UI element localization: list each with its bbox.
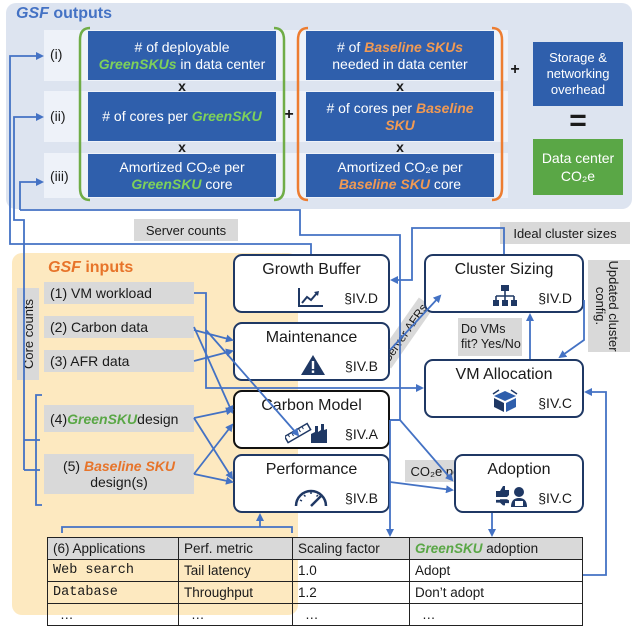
table-row: Database Throughput 1.2 Don’t adopt	[47, 581, 583, 604]
carbon-model-title: Carbon Model	[261, 397, 362, 414]
input-vm-workload: (1) VM workload	[44, 282, 194, 304]
server-counts-label: Server counts	[134, 219, 238, 241]
co2e-per-baseline-sku-core-box: Amortized CO₂e per Baseline SKU core	[306, 154, 494, 197]
growth-buffer-title: Growth Buffer	[262, 261, 361, 278]
cluster-sizing-title: Cluster Sizing	[454, 261, 554, 278]
performance-title: Performance	[265, 461, 358, 478]
table-header-cell: Scaling factor	[292, 537, 410, 560]
plus-operator: +	[510, 61, 520, 78]
outputs-title: GSF outputs	[16, 5, 112, 22]
updated-cluster-config-label: Updated cluster config.	[593, 260, 621, 352]
factory-ruler-icon	[285, 422, 327, 444]
table-cell: …	[292, 603, 410, 626]
adoption-title: Adoption	[487, 461, 551, 478]
row-label-iii: (iii)	[50, 168, 69, 184]
trend-chart-icon	[298, 288, 323, 307]
plus-operator: +	[284, 106, 294, 123]
vms-fit-label: Do VMs fit? Yes/No	[458, 318, 522, 356]
table-header-cell: (6) Applications	[47, 537, 179, 560]
input-carbon-data: (2) Carbon data	[44, 316, 194, 338]
performance-to-adoption-arrow	[389, 481, 454, 494]
table-header-cell: GreenSKU adoption	[409, 537, 583, 560]
growth-buffer-module: Growth Buffer §IV.D	[233, 254, 390, 313]
table-cell: Tail latency	[178, 559, 293, 582]
table-cell: Adopt	[409, 559, 583, 582]
core-counts-label-wrap: Core counts	[17, 288, 39, 380]
table-cell: …	[409, 603, 583, 626]
vm-allocation-module: VM Allocation §IV.C	[424, 359, 584, 418]
table-cell: Database	[47, 581, 179, 604]
table-row: Web search Tail latency 1.0 Adopt	[47, 559, 583, 582]
server-afrs-label-wrap: Server AFRs	[376, 296, 434, 374]
hierarchy-icon	[493, 285, 517, 306]
baseline-skus-needed-box: # of Baseline SKUs needed in data center	[306, 31, 494, 80]
storage-networking-overhead-box: Storage & networking overhead	[533, 42, 623, 106]
table-cell: …	[178, 603, 293, 626]
input-baseline-sku-designs: (5) Baseline SKU design(s)	[44, 454, 194, 494]
adoption-module: Adoption §IV.C	[454, 454, 584, 513]
cores-per-baseline-sku-box: # of cores per Baseline SKU	[306, 92, 494, 141]
table-header-row: (6) Applications Perf. metric Scaling fa…	[47, 537, 583, 560]
carbon-model-module: Carbon Model §IV.A	[233, 390, 390, 449]
table-cell: 1.0	[292, 559, 410, 582]
warning-icon	[301, 355, 325, 375]
input-greensku-design: (4) GreenSKU design	[44, 405, 194, 432]
deployable-greenskus-box: # of deployable GreenSKUs in data center	[88, 31, 276, 80]
boxes-icon	[492, 389, 518, 412]
thumbs-user-icon	[496, 486, 527, 507]
table-cell: Web search	[47, 559, 179, 582]
times-operator: x	[396, 139, 404, 155]
table-cell: …	[47, 603, 179, 626]
times-operator: x	[396, 78, 404, 94]
cluster-sizing-module: Cluster Sizing §IV.D	[424, 254, 584, 313]
table-cell: Throughput	[178, 581, 293, 604]
ideal-cluster-sizes-label: Ideal cluster sizes	[500, 222, 630, 244]
gauge-icon	[294, 489, 328, 507]
cores-per-greensku-box: # of cores per GreenSKU	[88, 92, 276, 141]
table-row: … … … …	[47, 603, 583, 626]
core-counts-label: Core counts	[17, 288, 39, 380]
table-cell: Don’t adopt	[409, 581, 583, 604]
performance-module: Performance §IV.B	[233, 454, 390, 513]
table-header-cell: Perf. metric	[178, 537, 293, 560]
vm-allocation-title: VM Allocation	[455, 366, 553, 383]
times-operator: x	[178, 139, 186, 155]
maintenance-module: Maintenance §IV.B	[233, 322, 390, 381]
row-label-i: (i)	[50, 46, 63, 62]
row-label-ii: (ii)	[50, 108, 66, 124]
maintenance-title: Maintenance	[265, 329, 358, 346]
updated-cluster-config-box: Updated cluster config.	[588, 260, 630, 352]
table-cell: 1.2	[292, 581, 410, 604]
data-center-co2e-box: Data center CO₂e	[533, 139, 623, 195]
times-operator: x	[178, 78, 186, 94]
input-afr-data: (3) AFR data	[44, 350, 194, 372]
equals-operator: =	[569, 104, 587, 137]
co2e-per-greensku-core-box: Amortized CO₂e per GreenSKU core	[88, 154, 276, 197]
applications-table: (6) Applications Perf. metric Scaling fa…	[47, 537, 583, 626]
inputs-title: GSF inputs	[48, 259, 134, 276]
table-to-vm-allocation-arrow	[583, 388, 607, 576]
